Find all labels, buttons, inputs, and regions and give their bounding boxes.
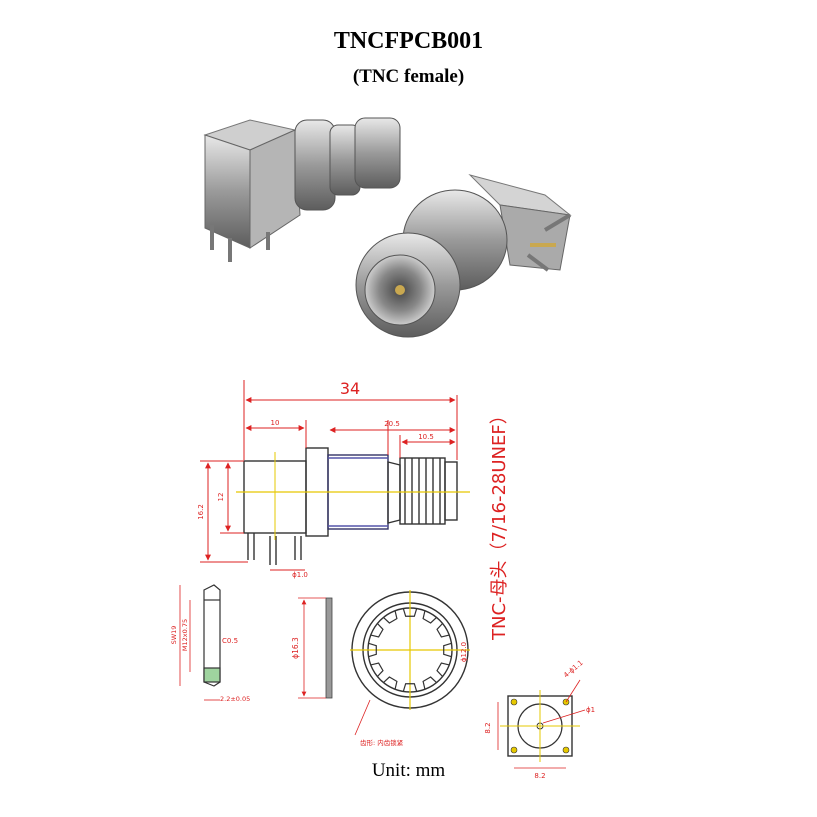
- nut-thickness: 2.2±0.05: [220, 695, 250, 703]
- connector-photo-right: [355, 174, 572, 338]
- nut-thread: M12x0.75: [181, 619, 189, 651]
- lockwasher-tooth: [422, 610, 437, 624]
- dim-length-10-5: 10.5: [418, 433, 434, 441]
- lockwasher-tooth: [368, 642, 377, 658]
- nut-diameter: ϕ16.3: [291, 637, 300, 659]
- dim-length-20-5: 20.5: [384, 420, 400, 428]
- lockwasher-tooth: [436, 623, 450, 638]
- footprint-height: 8.2: [484, 722, 492, 733]
- lockwasher-tooth: [383, 676, 398, 690]
- lockwasher-tooth: [422, 676, 437, 690]
- mounting-holes-spec: 4-ϕ1.1: [562, 659, 585, 680]
- lockwasher-tooth: [443, 642, 452, 658]
- nut-chamfer: C0.5: [222, 637, 238, 645]
- washer-profile: [298, 597, 333, 699]
- dim-pin-diameter: ϕ1.0: [292, 571, 308, 579]
- lockwasher-tooth: [370, 662, 384, 677]
- lockwasher-diameter: ϕ12.0: [460, 642, 468, 662]
- lockwasher-tooth: [436, 662, 450, 677]
- dim-length-10: 10: [271, 419, 280, 427]
- lockwasher-tooth: [402, 683, 418, 692]
- lockwasher-tooth: [383, 610, 398, 624]
- pcb-footprint: [497, 679, 586, 769]
- product-subtitle: (TNC female): [352, 66, 465, 87]
- footprint-width: 8.2: [534, 772, 545, 780]
- connector-photo-left: [203, 117, 401, 262]
- side-view-dimensions: [200, 380, 458, 571]
- lockwasher-tooth: [370, 623, 384, 638]
- product-title: TNCFPCB001: [333, 28, 484, 54]
- thread-spec-label: TNC-母头（7/16-28UNEF）: [489, 406, 510, 641]
- lockwasher-note: 齿形: 内齿锁紧: [360, 738, 404, 747]
- dim-height-16-2: 16.2: [197, 504, 205, 520]
- lockwasher-tooth: [402, 608, 418, 617]
- unit-label: Unit: mm: [371, 760, 446, 781]
- dim-height-12: 12: [217, 493, 225, 502]
- side-view: [243, 447, 458, 565]
- nut-wrench-size: SW19: [170, 626, 178, 645]
- dim-overall-length: 34: [340, 379, 360, 398]
- center-hole-diameter: ϕ1: [586, 706, 595, 714]
- nut-profile: [203, 584, 221, 687]
